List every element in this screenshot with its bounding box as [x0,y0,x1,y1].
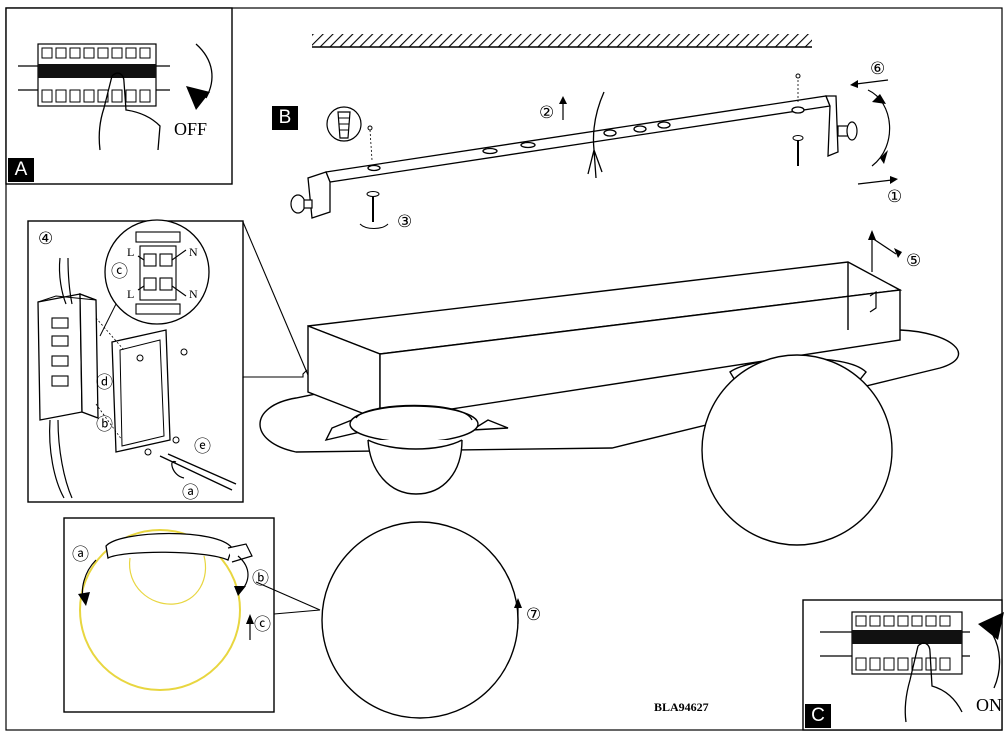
panel-c-switch-on [802,599,1004,731]
bracket-knob-right [837,121,858,141]
panel-b-tag: B [272,106,298,130]
wiring-sub-c: ⓒ [111,262,128,281]
panel-c-tag: C [805,704,831,728]
panel-shade-fitting [63,517,321,713]
panel-a-tag: A [8,158,34,182]
wiring-sub-e: ⓔ [194,437,211,456]
loose-globe-shade [321,521,519,719]
live-label-1: L [127,245,135,259]
mounting-bracket [307,95,839,219]
panel-a-switch-off [5,7,233,185]
model-code: BLA94627 [654,700,709,714]
arrow-step-5-icon [868,230,902,272]
neutral-label-2: N [189,287,198,301]
shade-sub-b: ⓑ [252,569,269,588]
arrow-step-7-icon [514,598,522,624]
wiring-sub-d: ⓓ [96,373,113,392]
terminal-detail-circle [104,219,210,325]
bracket-knob-left [290,194,313,214]
switch-off-label: OFF [174,119,208,139]
shade-sub-a: ⓐ [72,545,89,564]
arrow-step-1-icon [857,176,898,185]
dome-lamp [324,404,509,495]
turn-on-arrow-icon [978,612,1004,640]
shade-sub-c: ⓒ [254,615,271,634]
mains-cable [587,91,605,179]
neutral-label-1: N [189,245,198,259]
page-frame [5,7,1003,731]
hand-c-icon [904,642,963,723]
ceiling-hatch [312,34,812,47]
breaker-box-c-icon [851,611,963,675]
switch-on-label: ON [976,695,1002,715]
live-label-2: L [127,287,135,301]
step-1-label: ① [887,187,903,206]
globe-lamp [701,354,893,546]
screw-left-icon [359,125,389,229]
breaker-box-icon [37,43,157,107]
arrow-step-6-icon [850,79,891,167]
screw-right-icon [792,73,804,166]
step-7-label: ⑦ [526,605,542,624]
screwdriver-icon [159,453,237,491]
step-5-label: ⑤ [906,251,922,270]
hand-icon [98,72,161,151]
step-6-label: ⑥ [870,59,886,78]
arrow-step-2-icon [559,96,567,120]
wiring-sub-b: ⓑ [96,415,113,434]
wiring-sub-a: ⓐ [182,483,199,502]
panel-wiring [27,219,309,503]
step-4-label: ④ [38,229,54,248]
step-2-label: ② [539,103,555,122]
turn-off-arrow-icon [186,86,210,110]
step-3-label: ③ [397,212,413,231]
